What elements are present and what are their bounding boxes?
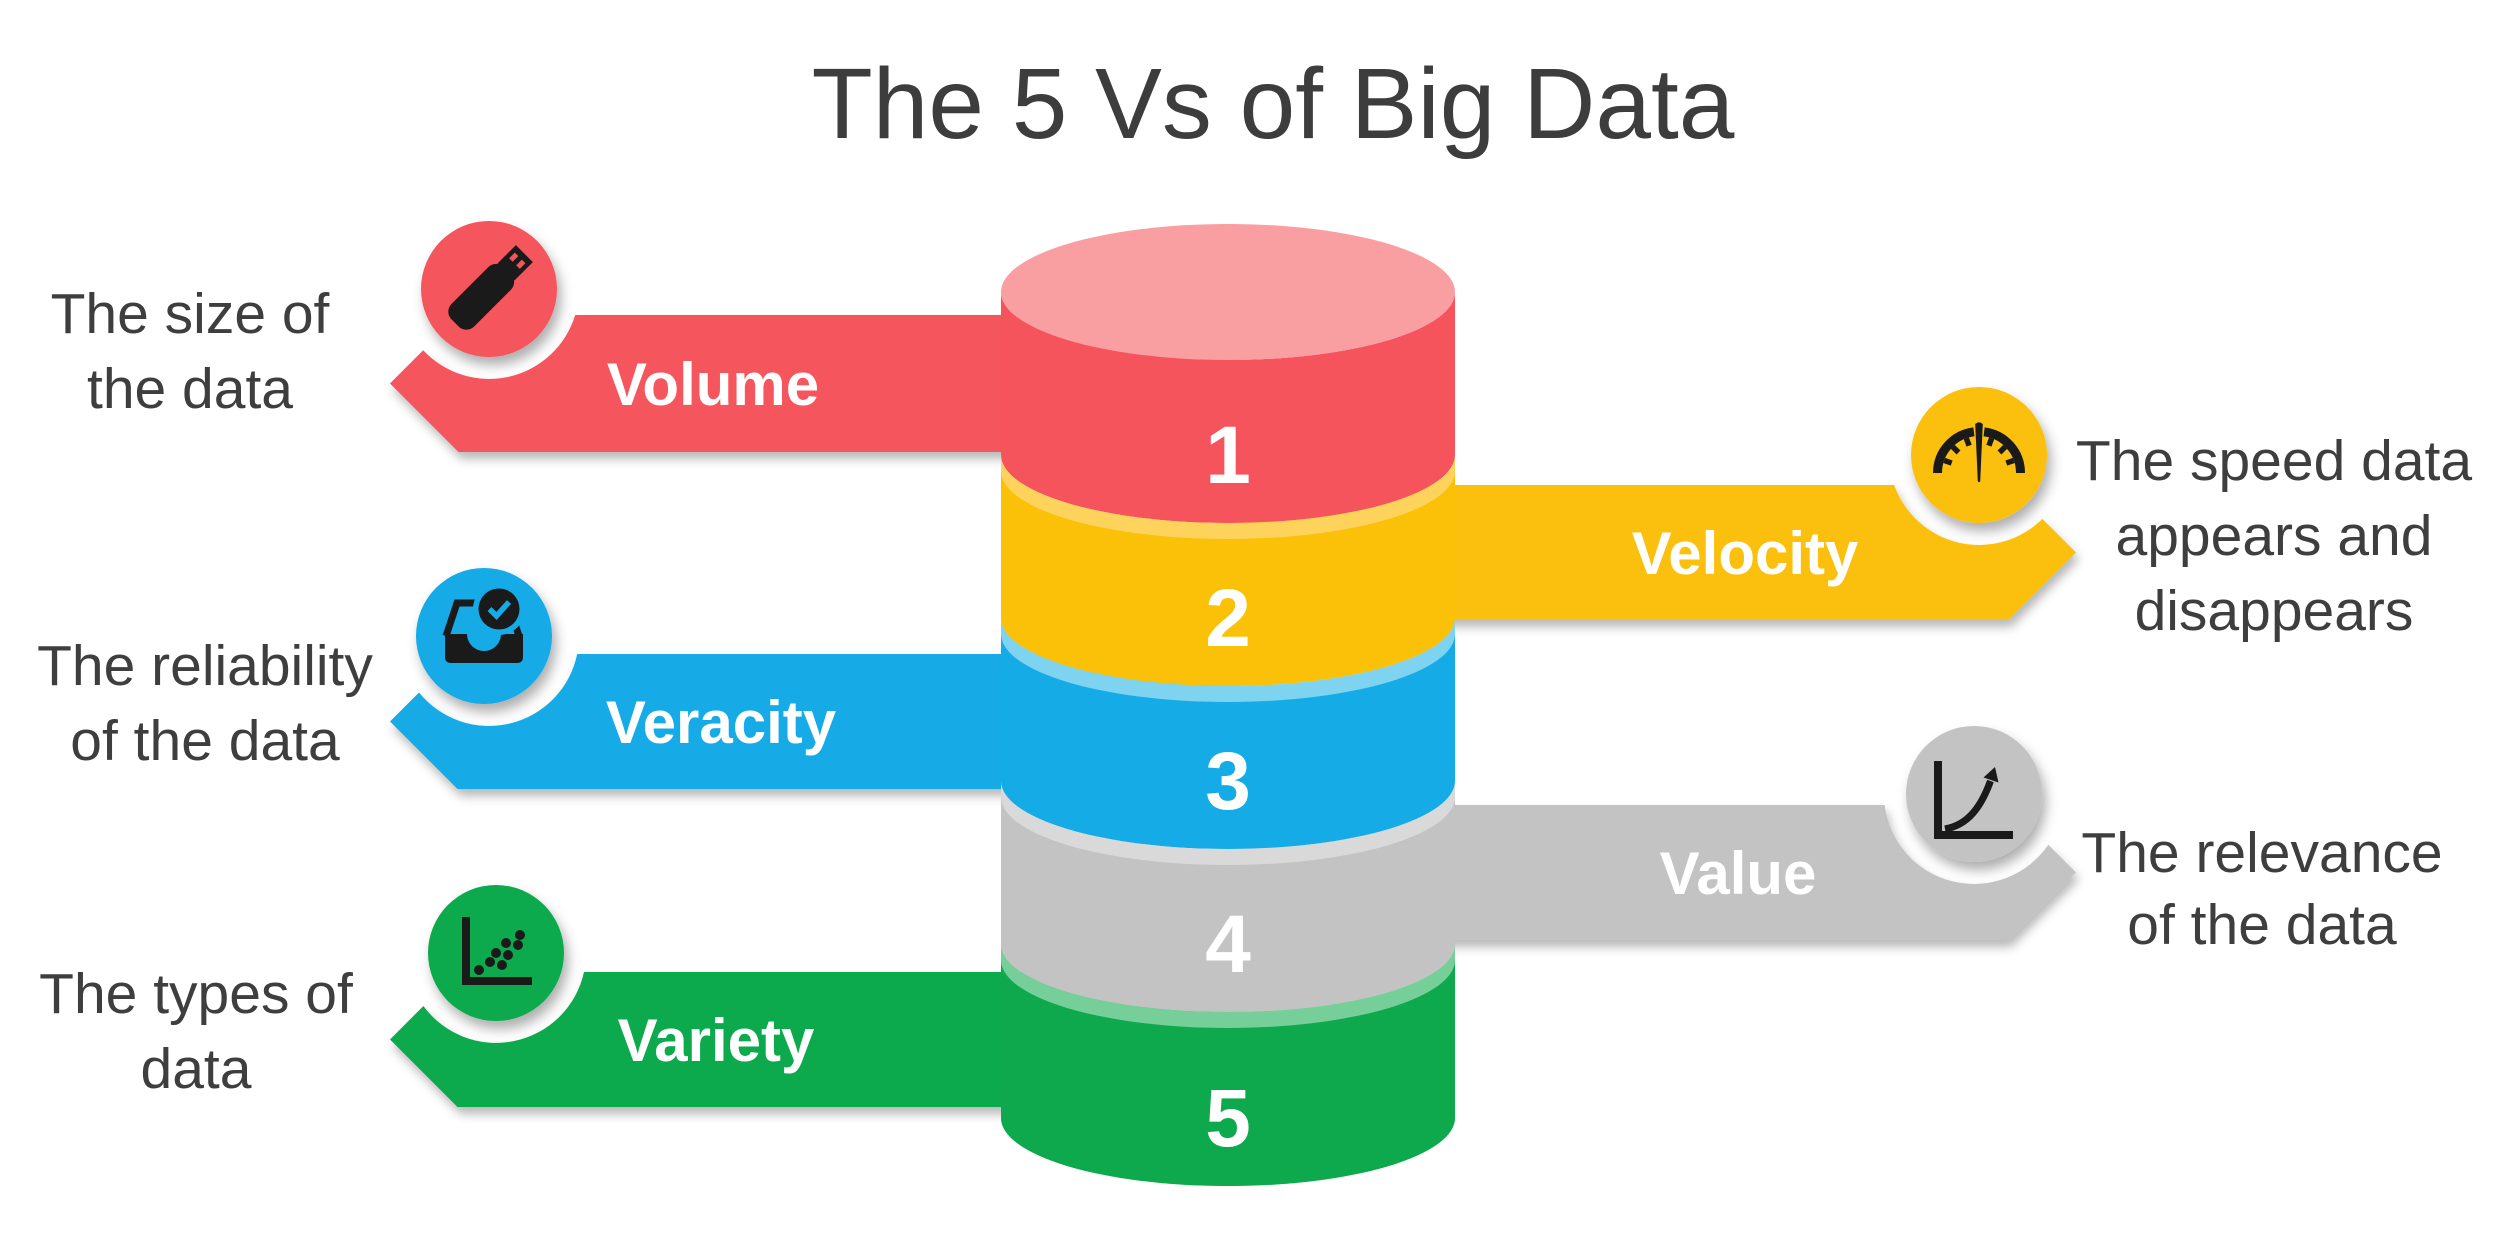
cylinder-level-2-number: 2 [1205, 573, 1251, 664]
description-line: The speed data [2076, 429, 2472, 493]
description-line: of the data [70, 709, 340, 773]
description-volume: The size of the data [51, 282, 330, 421]
cylinder-level-4 [1001, 797, 1455, 1012]
ribbon-label-veracity: Veracity [606, 689, 837, 756]
check-mark [487, 600, 512, 621]
icon-badge-value [1906, 726, 2042, 862]
description-variety: The types of data [39, 962, 353, 1101]
description-line: The types of [39, 962, 353, 1026]
ribbon-label-velocity: Velocity [1632, 520, 1859, 587]
description-line: appears and [2116, 504, 2433, 568]
description-line: of the data [2127, 893, 2397, 957]
cylinder-stack: 1 2 3 4 5 [1001, 224, 1455, 1186]
description-line: data [141, 1037, 252, 1101]
description-line: The relevance [2081, 821, 2442, 885]
usb-hole [509, 252, 519, 262]
description-velocity: The speed data appears and disappears [2076, 429, 2472, 643]
description-line: The size of [51, 282, 330, 346]
cylinder-level-5 [1001, 960, 1455, 1186]
icon-badge-veracity [416, 568, 552, 704]
icon-badge-volume [421, 221, 557, 357]
page-title: The 5 Vs of Big Data [812, 48, 1735, 160]
usb-drive-icon [448, 245, 533, 330]
cylinder-level-1-number: 1 [1205, 410, 1251, 501]
description-line: the data [87, 357, 293, 421]
cylinder-level-4-number: 4 [1205, 899, 1251, 990]
description-value: The relevance of the data [2081, 821, 2442, 957]
ribbon-label-volume: Volume [607, 351, 819, 418]
cylinder-top [1001, 224, 1455, 360]
description-line: The reliability [37, 634, 373, 698]
icon-badge-velocity [1911, 387, 2047, 523]
cylinder-level-1 [1001, 292, 1455, 523]
cylinder-level-3-number: 3 [1205, 736, 1251, 827]
cylinder-level-3 [1001, 634, 1455, 849]
inbox-check-icon [442, 583, 525, 663]
scatter-plot-icon [462, 917, 532, 985]
speedometer-icon [1933, 422, 2025, 483]
icon-badge-variety [428, 885, 564, 1021]
usb-hole [516, 259, 526, 269]
growth-chart-icon [1934, 761, 2013, 839]
cylinder-level-5-number: 5 [1205, 1073, 1251, 1164]
description-veracity: The reliability of the data [37, 634, 373, 773]
cylinder-level-2 [1001, 471, 1455, 686]
ribbon-label-variety: Variety [618, 1007, 815, 1074]
icon-circle-value [1906, 726, 2042, 862]
description-line: disappears [2135, 579, 2414, 643]
ribbon-label-value: Value [1660, 840, 1817, 907]
